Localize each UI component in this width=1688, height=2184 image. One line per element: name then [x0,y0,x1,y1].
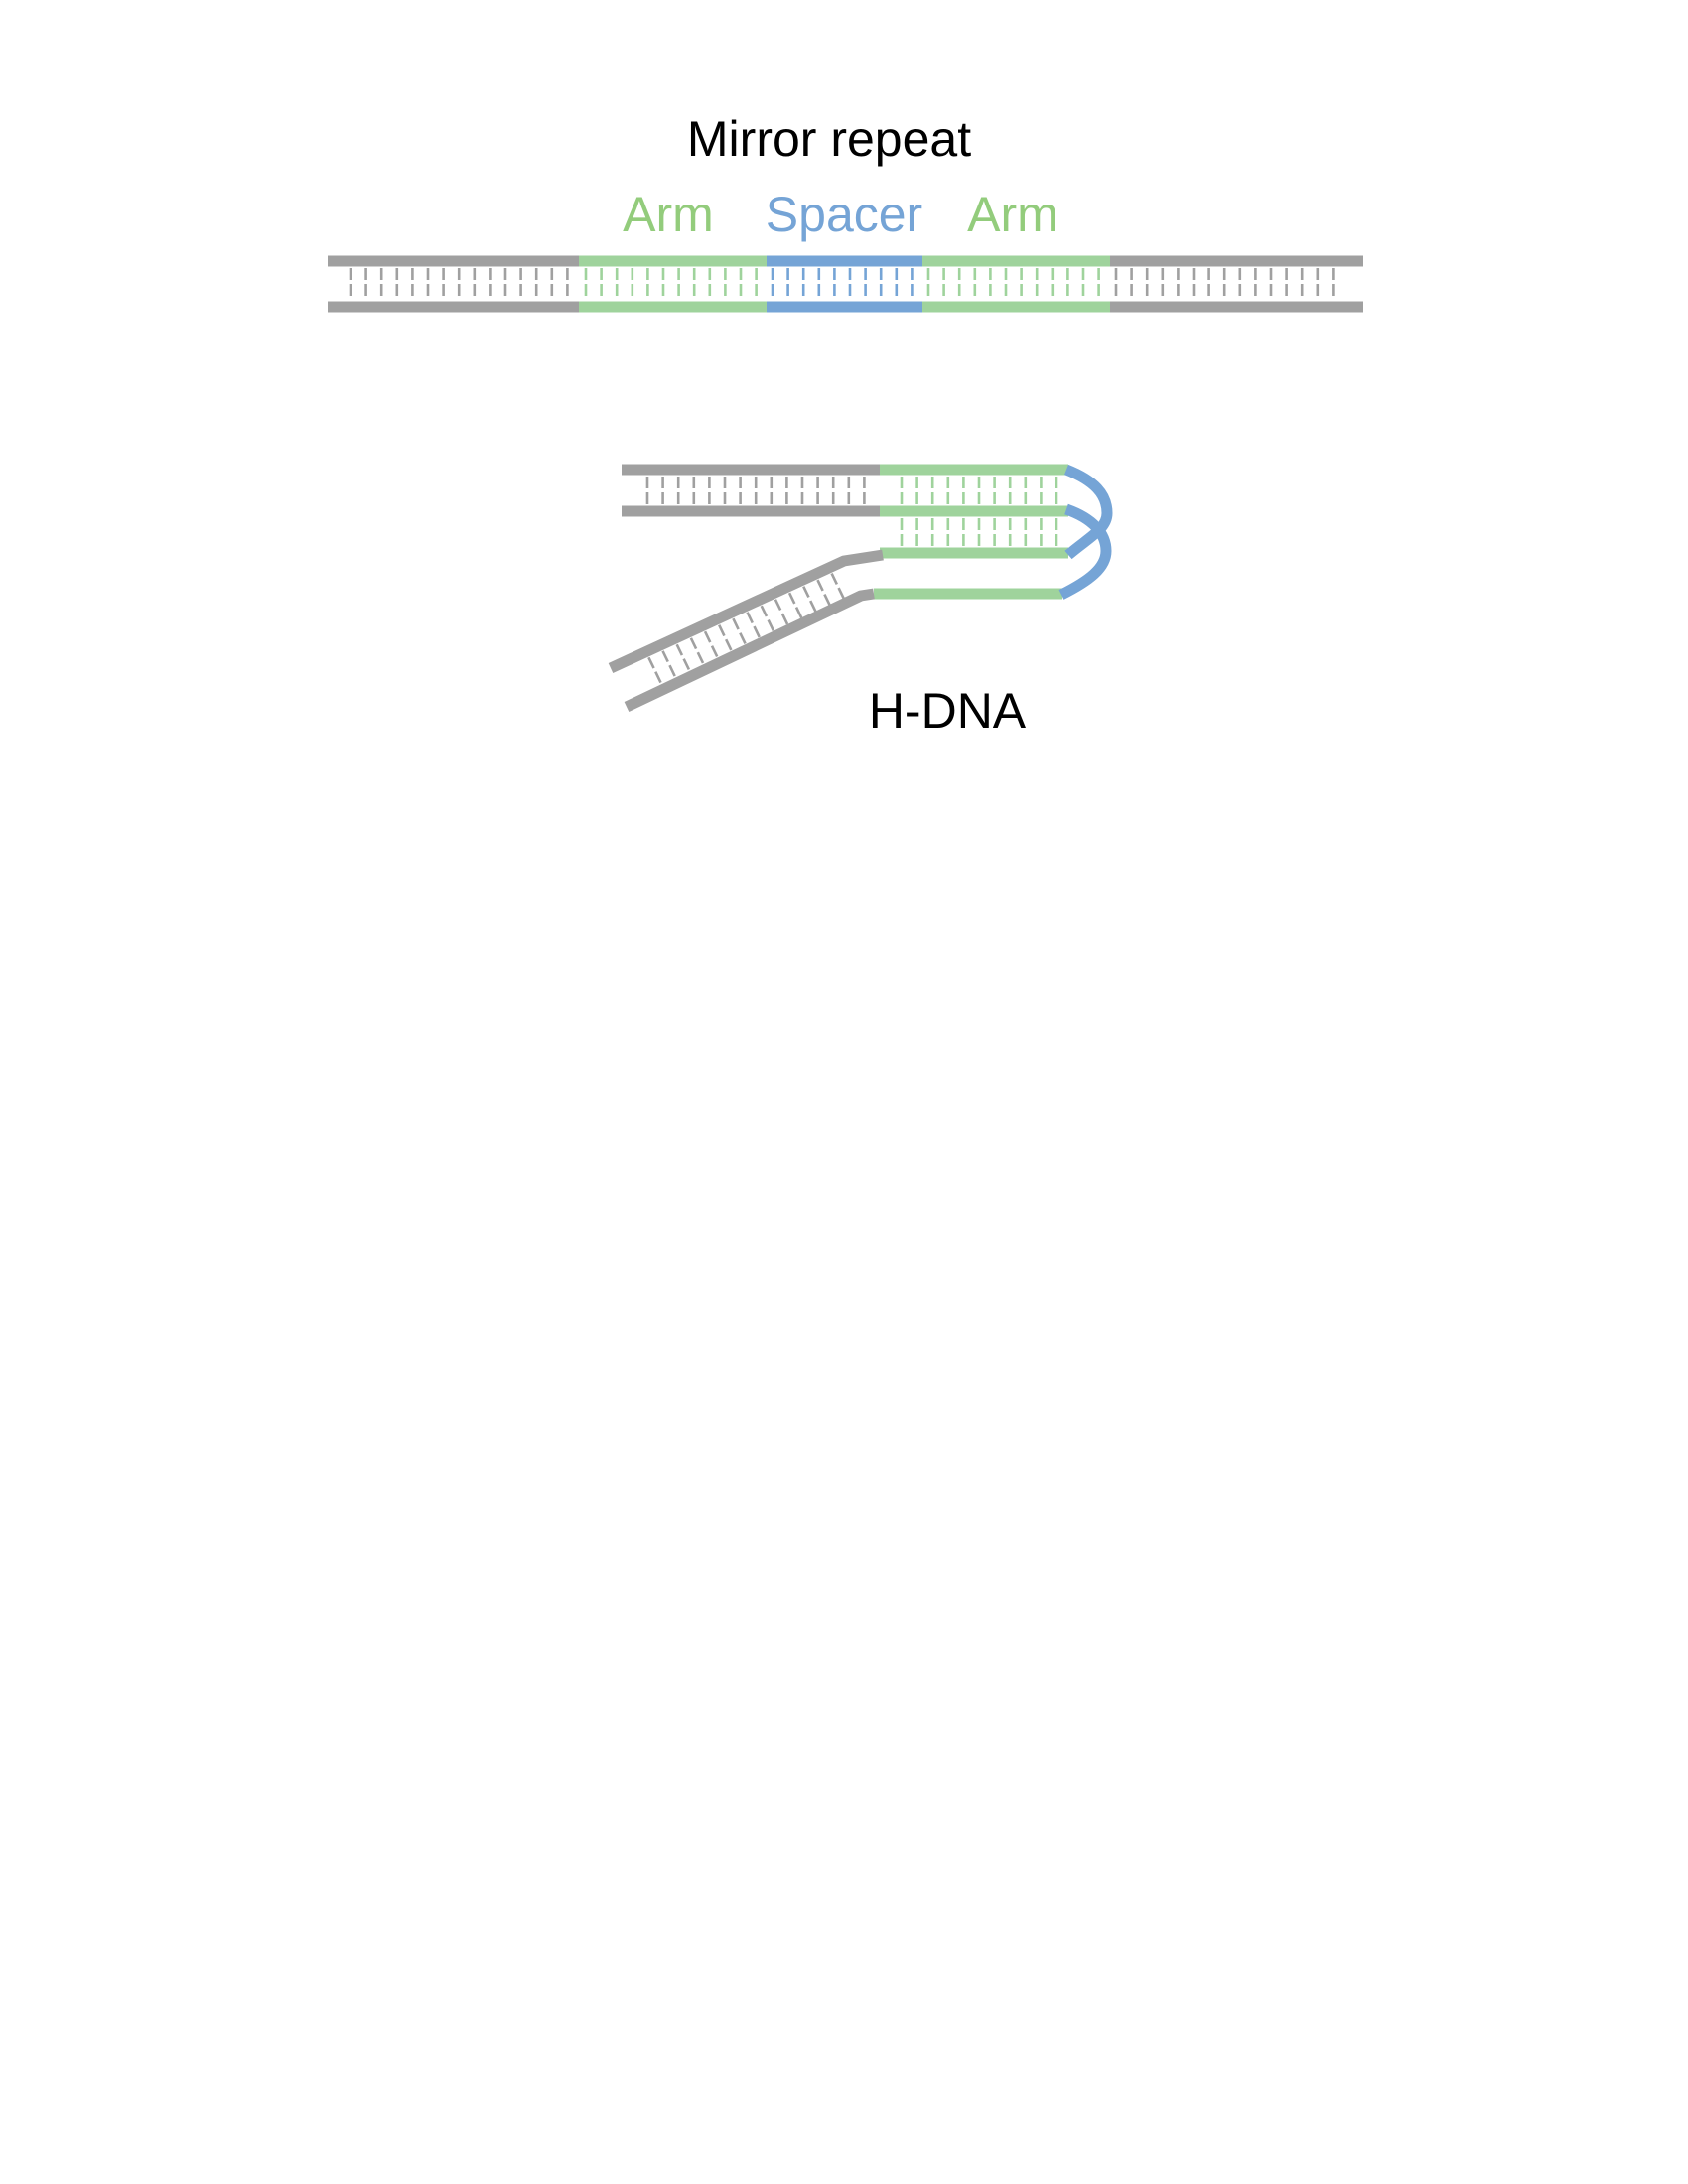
base-pair [787,592,804,620]
mirror-repeat-section: Mirror repeat Arm Spacer Arm [328,111,1363,313]
arm-label-left: Arm [623,187,714,242]
mirror-repeat-title: Mirror repeat [687,111,971,167]
base-pair [830,573,846,602]
base-pair [703,630,720,659]
base-pair [647,656,663,685]
base-pair [732,617,748,646]
base-pair [760,605,775,633]
base-pair [689,637,706,666]
linear-duplex-base-pairs [349,268,1335,300]
h-dna-angled-strand-lower [624,588,875,712]
base-pair [774,599,790,627]
base-pair [816,579,832,608]
base-pair [718,624,734,653]
base-pair [675,643,691,672]
base-pair [661,650,677,679]
base-pair [746,612,762,640]
h-dna-section: H-DNA [608,464,1113,739]
base-pair [802,586,818,614]
arm-label-right: Arm [967,187,1058,242]
h-dna-angled-strand-upper [608,549,884,673]
h-dna-base-pairs [645,477,1058,685]
spacer-label: Spacer [766,187,922,242]
h-dna-label: H-DNA [869,683,1027,739]
h-dna-spacer-loop-inner [1058,503,1112,600]
h-dna-spacer-loop-outer [1063,464,1113,560]
